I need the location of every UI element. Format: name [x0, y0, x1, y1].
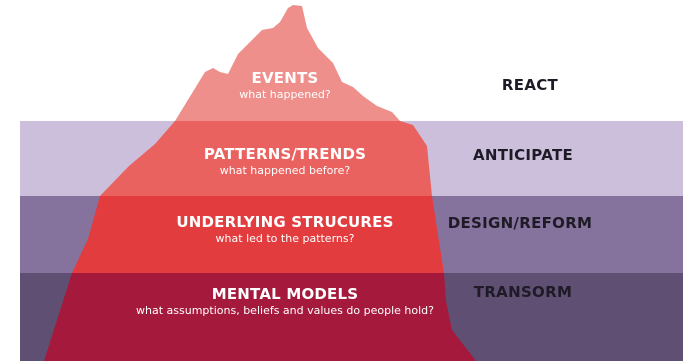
- layer-patterns-subtitle: what happened before?: [219, 164, 351, 177]
- layer-patterns-label: PATTERNS/TRENDS what happened before?: [165, 145, 405, 178]
- layer-patterns-title: PATTERNS/TRENDS: [203, 145, 367, 163]
- layer-structures-label: UNDERLYING STRUCURES what led to the pat…: [135, 213, 435, 246]
- action-react: REACT: [501, 76, 559, 94]
- action-design-reform: DESIGN/REFORM: [447, 214, 593, 232]
- layer-events-title: EVENTS: [251, 69, 319, 87]
- layer-events-label: EVENTS what happened?: [200, 69, 370, 102]
- layer-models-label: MENTAL MODELS what assumptions, beliefs …: [90, 285, 480, 318]
- layer-models-shape: [44, 273, 476, 361]
- layer-models-subtitle: what assumptions, beliefs and values do …: [136, 304, 434, 317]
- layer-structures-subtitle: what led to the patterns?: [215, 232, 355, 245]
- action-transform: TRANSORM: [473, 283, 573, 301]
- layer-structures-shape: [72, 196, 444, 273]
- layer-structures-title: UNDERLYING STRUCURES: [176, 213, 394, 231]
- layer-events-shape: [175, 5, 400, 121]
- layer-events-subtitle: what happened?: [239, 88, 331, 101]
- action-anticipate: ANTICIPATE: [472, 146, 574, 164]
- layer-models-title: MENTAL MODELS: [211, 285, 359, 303]
- layer-patterns-shape: [100, 121, 432, 196]
